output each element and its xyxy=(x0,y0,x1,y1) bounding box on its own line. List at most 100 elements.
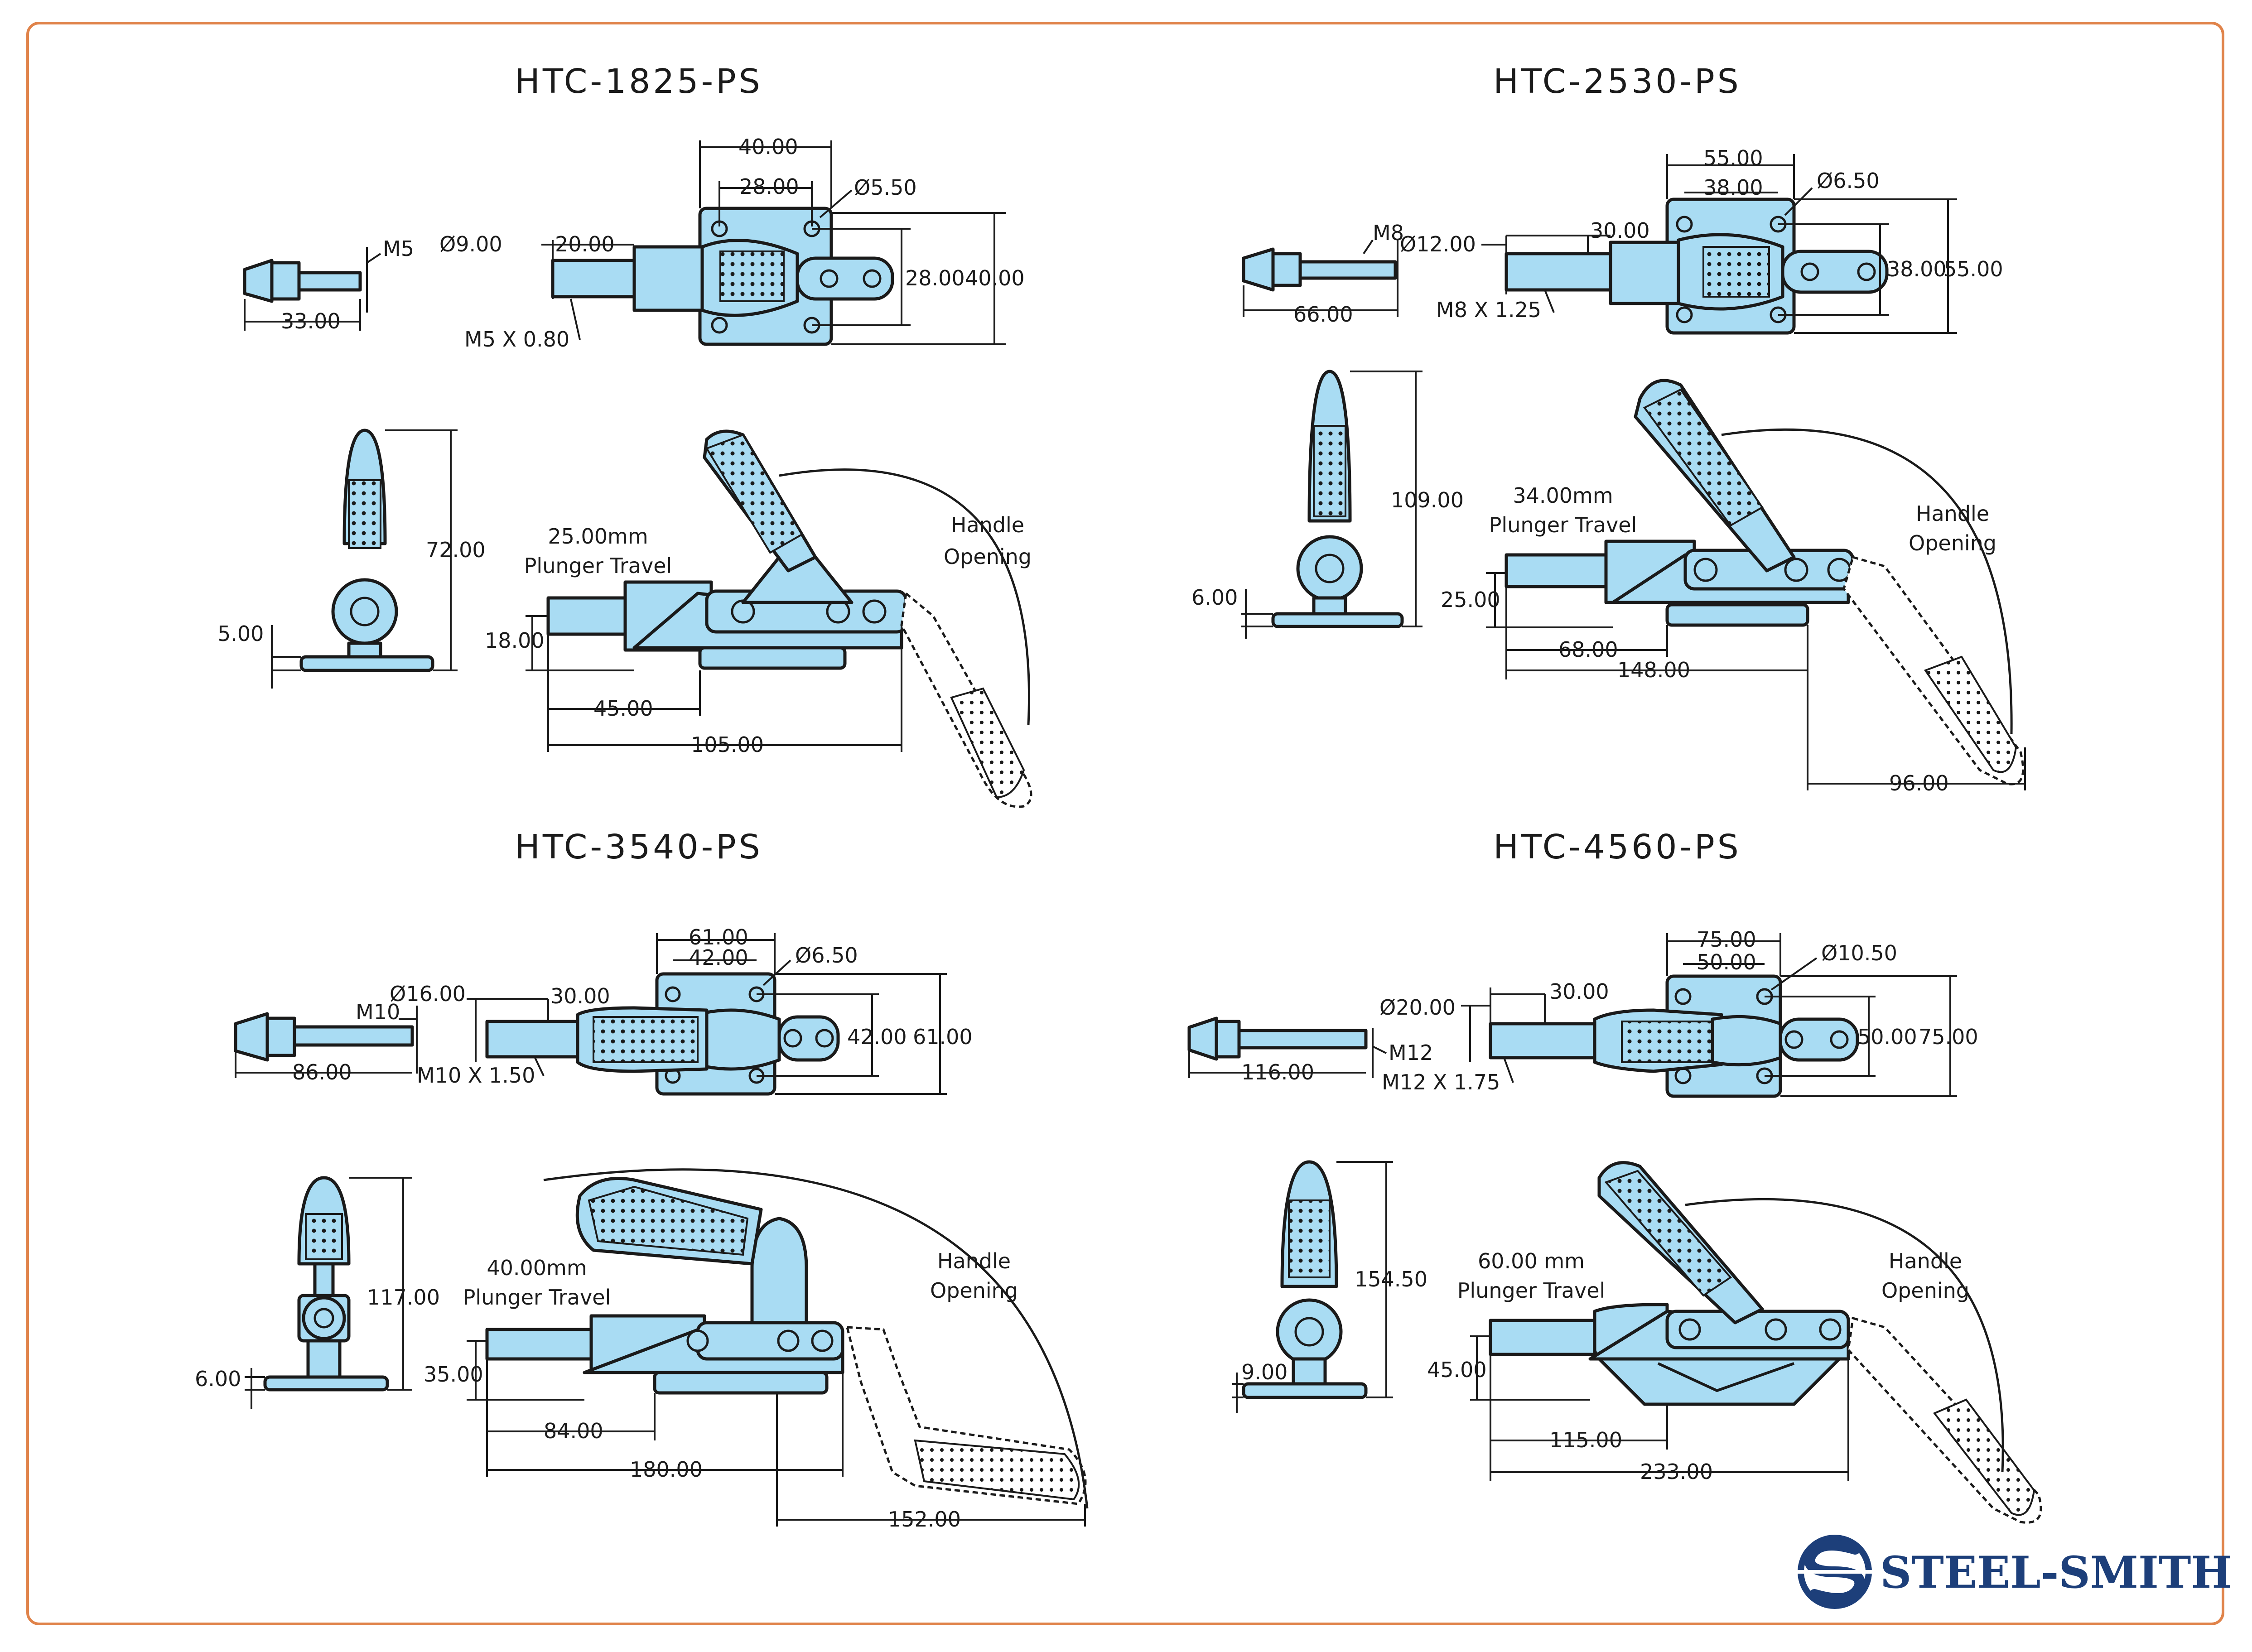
overall-length: 233.00 xyxy=(1640,1459,1713,1484)
hole-spacing-height: 38.00 xyxy=(1887,257,1947,281)
thread-spec: M12 X 1.75 xyxy=(1382,1070,1500,1094)
hole-diameter: Ø10.50 xyxy=(1821,941,1897,965)
model-title: HTC-1825-PS xyxy=(515,62,763,101)
plunger-height: 25.00 xyxy=(1441,588,1500,612)
thread-spec: M5 X 0.80 xyxy=(464,327,569,352)
sheet-border xyxy=(26,22,2224,1625)
bolt-view: 86.00 M10 xyxy=(234,1000,418,1084)
model-title: HTC-2530-PS xyxy=(1493,62,1741,101)
base-height: 61.00 xyxy=(913,1025,973,1049)
hole-spacing-width: 28.00 xyxy=(739,174,799,199)
bolt-view: 116.00 M12 xyxy=(1187,1016,1433,1084)
plunger-travel-value: 60.00 mm xyxy=(1478,1249,1585,1273)
front-height: 117.00 xyxy=(367,1285,440,1310)
mount-distance: 115.00 xyxy=(1549,1428,1622,1452)
model-htc-2530-ps: HTC-2530-PS 66.00 M8 xyxy=(1191,62,2026,795)
base-width: 75.00 xyxy=(1697,927,1756,952)
overall-length: 105.00 xyxy=(691,732,764,757)
handle-opening-line-1: Handle xyxy=(937,1249,1011,1273)
handle-opening-line-2: Opening xyxy=(930,1278,1018,1303)
plunger-travel-label: Plunger Travel xyxy=(524,554,672,578)
plunger-height: 35.00 xyxy=(424,1362,483,1387)
plunger-height: 18.00 xyxy=(485,628,545,653)
plunger-travel-value: 25.00mm xyxy=(548,524,648,549)
overall-length: 148.00 xyxy=(1617,658,1690,682)
base-thickness: 6.00 xyxy=(1191,585,1238,610)
bolt-thread: M5 xyxy=(383,236,414,261)
model-title: HTC-4560-PS xyxy=(1493,828,1741,867)
clamp-top-view: 75.00 50.00 Ø10.50 50.00 75.00 Ø20.00 xyxy=(1379,927,1978,1098)
hole-spacing-width: 50.00 xyxy=(1697,950,1756,974)
base-thickness: 6.00 xyxy=(195,1367,241,1391)
model-htc-1825-ps: HTC-1825-PS 33.00 M5 xyxy=(217,62,1032,808)
plunger-diameter: Ø12.00 xyxy=(1400,232,1476,256)
plunger-travel-label: Plunger Travel xyxy=(463,1285,611,1310)
bolt-length: 33.00 xyxy=(281,309,341,333)
bolt-length: 86.00 xyxy=(292,1060,352,1084)
thread-spec: M10 X 1.50 xyxy=(417,1063,535,1088)
handle-reach: 96.00 xyxy=(1889,771,1949,795)
handle-opening-line-2: Opening xyxy=(1881,1278,1969,1303)
hole-spacing-width: 38.00 xyxy=(1703,175,1763,200)
plunger-stroke: 30.00 xyxy=(1590,218,1650,243)
base-width: 55.00 xyxy=(1703,146,1763,170)
hole-diameter: Ø5.50 xyxy=(854,175,917,200)
clamp-front-view: 117.00 6.00 xyxy=(195,1176,440,1409)
plunger-travel-label: Plunger Travel xyxy=(1457,1278,1606,1303)
steel-smith-logo: STEEL-SMITH xyxy=(1796,1535,2232,1609)
clamp-side-view: Handle Opening 60.00 mm Plunger Travel 4… xyxy=(1427,1161,2042,1524)
base-width: 40.00 xyxy=(738,135,798,159)
handle-reach: 152.00 xyxy=(888,1507,961,1532)
brand-name: STEEL-SMITH xyxy=(1880,1547,2232,1598)
overall-length: 180.00 xyxy=(630,1457,703,1482)
mount-distance: 84.00 xyxy=(544,1419,603,1443)
handle-opening-line-1: Handle xyxy=(1916,501,1989,526)
clamp-side-view: Handle Opening 40.00mm Plunger Travel 35… xyxy=(424,1168,1089,1532)
model-title: HTC-3540-PS xyxy=(515,828,763,867)
mount-distance: 68.00 xyxy=(1558,637,1618,662)
hole-diameter: Ø6.50 xyxy=(1817,169,1880,193)
bolt-view: 66.00 M8 xyxy=(1242,221,1404,327)
bolt-length: 116.00 xyxy=(1241,1060,1314,1084)
clamp-top-view: 55.00 38.00 Ø6.50 38.00 55.00 Ø12.00 30.… xyxy=(1400,146,2003,335)
base-height: 75.00 xyxy=(1919,1025,1978,1049)
hole-spacing-height: 28.00 xyxy=(905,266,965,290)
plunger-stroke: 30.00 xyxy=(1549,979,1609,1004)
clamp-front-view: 72.00 5.00 xyxy=(217,429,486,689)
plunger-diameter: Ø20.00 xyxy=(1379,995,1456,1020)
bolt-length: 66.00 xyxy=(1293,302,1353,327)
clamp-front-view: 154.50 9.00 xyxy=(1232,1160,1427,1413)
bolt-thread: M10 xyxy=(356,1000,400,1024)
bolt-thread: M12 xyxy=(1389,1040,1433,1065)
plunger-stroke: 30.00 xyxy=(550,984,610,1008)
base-thickness: 9.00 xyxy=(1241,1360,1288,1384)
plunger-diameter: Ø9.00 xyxy=(439,232,502,256)
plunger-travel-value: 40.00mm xyxy=(487,1256,587,1280)
hole-diameter: Ø6.50 xyxy=(795,943,858,968)
bolt-thread: M8 xyxy=(1373,221,1404,245)
bolt-view: 33.00 M5 xyxy=(243,236,414,333)
front-height: 154.50 xyxy=(1355,1267,1427,1291)
clamp-front-view: 109.00 6.00 xyxy=(1191,370,1464,639)
hole-spacing-width: 42.00 xyxy=(689,945,748,970)
front-height: 72.00 xyxy=(426,538,486,562)
base-height: 55.00 xyxy=(1943,257,2003,281)
hole-spacing-height: 42.00 xyxy=(847,1025,907,1049)
handle-opening-line-2: Opening xyxy=(1909,531,1996,555)
handle-opening-line-2: Opening xyxy=(944,544,1032,569)
plunger-stroke: 20.00 xyxy=(555,232,615,256)
front-height: 109.00 xyxy=(1391,488,1464,512)
model-htc-4560-ps: HTC-4560-PS 116.00 M12 xyxy=(1187,828,2042,1524)
mount-distance: 45.00 xyxy=(593,696,653,721)
clamp-top-view: 40.00 28.00 Ø5.50 28.00 40.00 Ø9.00 xyxy=(439,135,1025,352)
thread-spec: M8 X 1.25 xyxy=(1436,298,1541,322)
base-width: 61.00 xyxy=(689,925,748,949)
plunger-height: 45.00 xyxy=(1427,1358,1487,1382)
plunger-travel-value: 34.00mm xyxy=(1513,483,1613,508)
clamp-top-view: 61.00 42.00 Ø6.50 42.00 61.00 Ø16.00 30.… xyxy=(390,925,973,1096)
hole-spacing-height: 50.00 xyxy=(1857,1025,1917,1049)
clamp-side-view: Handle Opening 34.00mm Plunger Travel 25… xyxy=(1441,379,2026,795)
model-htc-3540-ps: HTC-3540-PS 86.00 M10 xyxy=(195,828,1089,1532)
